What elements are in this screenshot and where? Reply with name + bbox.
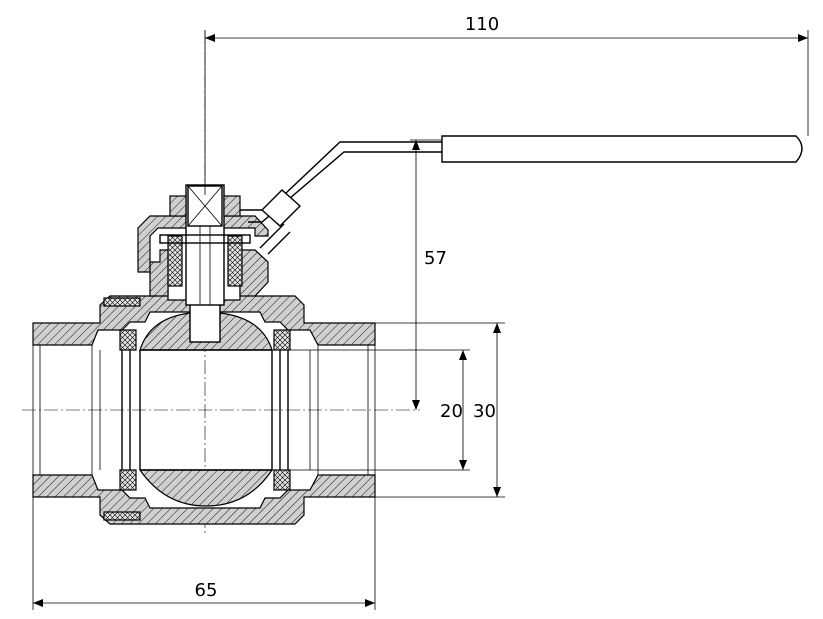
dimension-label-30: 30 xyxy=(473,401,496,422)
port-bores xyxy=(32,345,376,475)
dimension-port: 30 xyxy=(375,322,505,498)
valve-handle xyxy=(240,135,803,255)
stem-packing xyxy=(159,195,251,287)
dimension-bore: 20 xyxy=(272,349,470,471)
ball-seats xyxy=(103,297,291,521)
dimension-label-20: 20 xyxy=(440,401,463,422)
dimension-stem-height: 57 xyxy=(410,139,447,410)
stem xyxy=(185,184,225,343)
dimension-label-57: 57 xyxy=(424,248,447,269)
ball xyxy=(138,312,274,507)
dimension-body-length: 65 xyxy=(32,497,376,610)
dimension-label-110: 110 xyxy=(465,14,499,35)
dimension-handle-length: 110 xyxy=(204,14,809,195)
dimension-label-65: 65 xyxy=(195,580,218,601)
